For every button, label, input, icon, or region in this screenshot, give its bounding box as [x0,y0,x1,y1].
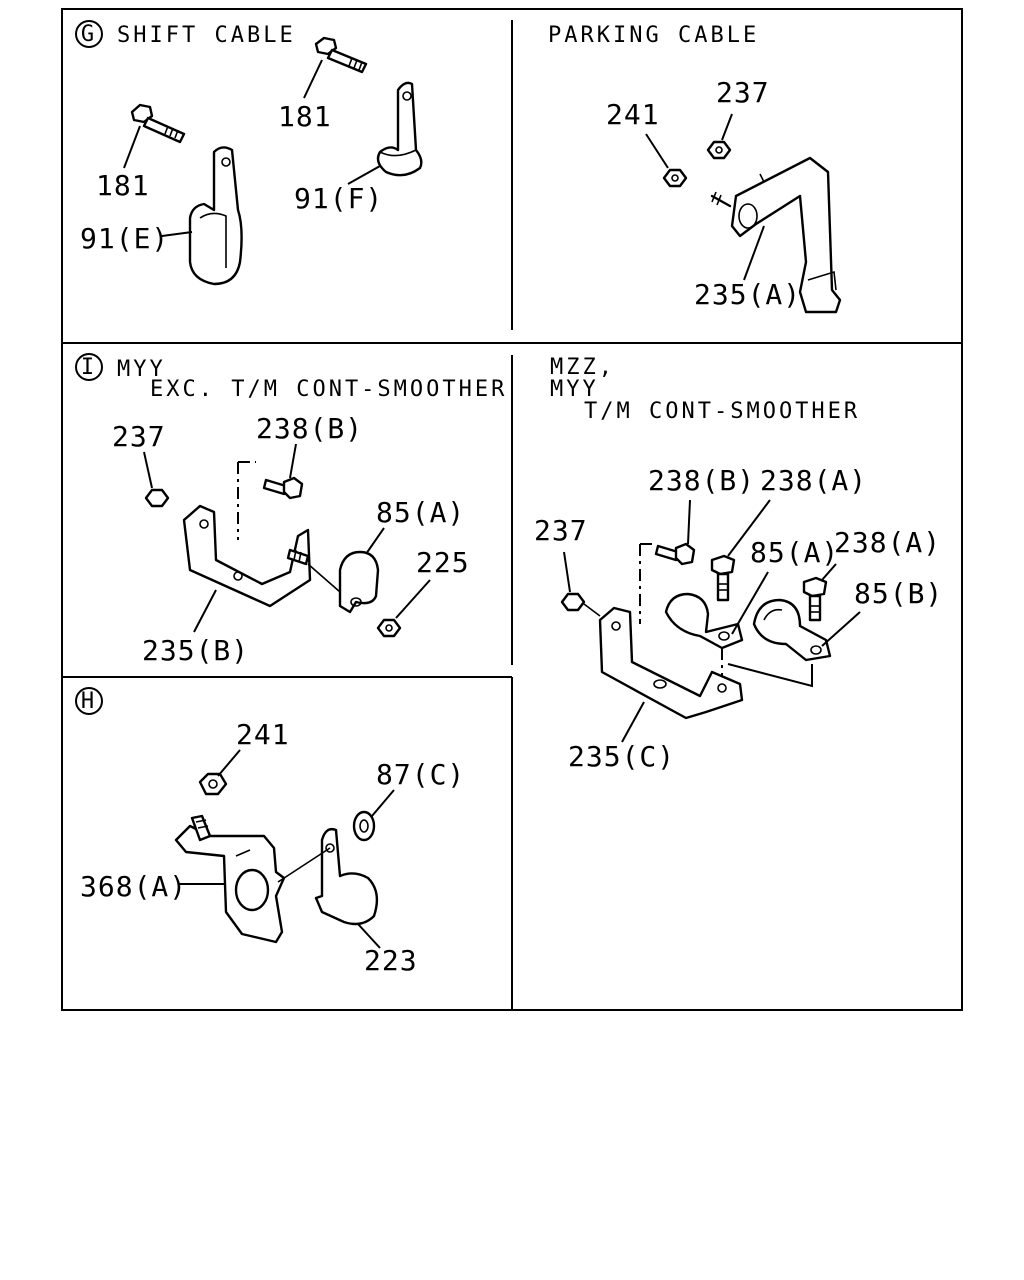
clamp-85b [752,598,832,662]
leader-238b-mzz [687,499,691,545]
nut-241-parking [662,168,688,188]
svg-text:G: G [81,22,97,47]
panel-mzz-title-line3: T/M CONT-SMOOTHER [584,399,860,424]
panel-mzz-title-line2: MYY [550,377,599,402]
callout-181-lower: 181 [96,169,150,202]
leader-237-parking [721,113,733,141]
callout-91f: 91(F) [294,182,383,215]
bolt-238b-mzz [654,542,696,566]
leader-223 [357,923,381,949]
leader-235c [621,701,645,743]
nut-225 [376,618,402,638]
callout-368a: 368(A) [80,870,187,903]
bolt-238a-right [802,576,828,622]
panel-g-badge: G [75,20,103,48]
callout-238b-mzz: 238(B) [648,464,755,497]
callout-237-mzz: 237 [534,514,588,547]
bolt-238b-i [262,476,304,500]
nut-241-h [198,772,228,796]
leader-87c [371,789,395,817]
callout-85a-i: 85(A) [376,496,465,529]
panel-h-badge: H [75,687,103,715]
clip-91f [376,81,423,177]
nut-237-mzz [560,592,586,612]
leader-85b [821,611,861,647]
panel-shift-cable: G SHIFT CABLE [75,20,423,286]
leader-238b-i [289,443,297,479]
diagram-frame [61,8,963,1011]
callout-181-upper: 181 [278,100,332,133]
panel-parking-cable: PARKING CABLE 237 241 235(A) [548,23,842,314]
panel-i-title-line1: MYY [117,357,166,382]
leader-91e [161,231,193,237]
callout-235b: 235(B) [142,634,249,667]
bolt-181-upper [314,36,368,74]
bolt-238a-left [710,554,736,602]
callout-241-parking: 241 [606,98,660,131]
leader-238a-right [821,563,837,581]
callout-238b-i: 238(B) [256,412,363,445]
callout-235c: 235(C) [568,740,675,773]
nut-237-parking [706,140,732,160]
panel-myy-exc: I MYY EXC. T/M CONT-SMOOTHER [75,353,507,667]
svg-text:H: H [81,689,97,714]
callout-238a-right: 238(A) [834,526,941,559]
panel-parking-title: PARKING CABLE [548,23,759,48]
callout-85a-mzz: 85(A) [750,536,839,569]
panel-g-title: SHIFT CABLE [117,23,296,48]
leader-238a-top [727,499,771,557]
panel-h: H 241 87(C) 368(A) 223 [75,687,465,977]
leader-241-h [217,749,241,777]
leader-235a [743,225,765,281]
callout-235a: 235(A) [694,278,801,311]
callout-91e: 91(E) [80,222,169,255]
bolt-85a-stud [286,548,310,566]
leader-85a-i [365,527,385,555]
callout-85b: 85(B) [854,577,943,610]
callout-225: 225 [416,546,470,579]
panel-i-badge: I [75,353,103,381]
nut-87c [352,810,376,842]
callout-223: 223 [364,944,418,977]
panel-i-title-line2: EXC. T/M CONT-SMOOTHER [150,377,507,402]
panel-mzz-myy: MZZ, MYY T/M CONT-SMOOTHER [534,355,943,773]
leader-235b [193,589,217,633]
leader-85a-mzz [731,571,769,635]
bracket-235a [710,156,842,314]
callout-241-h: 241 [236,718,290,751]
clamp-85a-i [338,550,380,614]
leader-237-i [143,451,153,489]
clip-223 [314,827,379,926]
callout-238a-top: 238(A) [760,464,867,497]
callout-237-parking: 237 [716,76,770,109]
panel-mzz-title-line1: MZZ, [550,355,615,380]
nut-237-i [144,488,170,508]
bracket-235c [598,543,813,720]
leader-91f [347,165,381,185]
svg-text:I: I [81,355,97,380]
bracket-368a [174,814,286,944]
leader-237-mzz [563,551,571,593]
callout-237-i: 237 [112,420,166,453]
leader-181-upper [303,59,323,99]
bolt-181-lower [130,103,186,144]
clip-91e [188,146,243,286]
leader-241-parking [645,133,669,169]
clamp-85a-mzz [664,592,744,650]
callout-87c: 87(C) [376,758,465,791]
leader-225 [395,579,431,619]
leader-181-lower [123,125,141,169]
